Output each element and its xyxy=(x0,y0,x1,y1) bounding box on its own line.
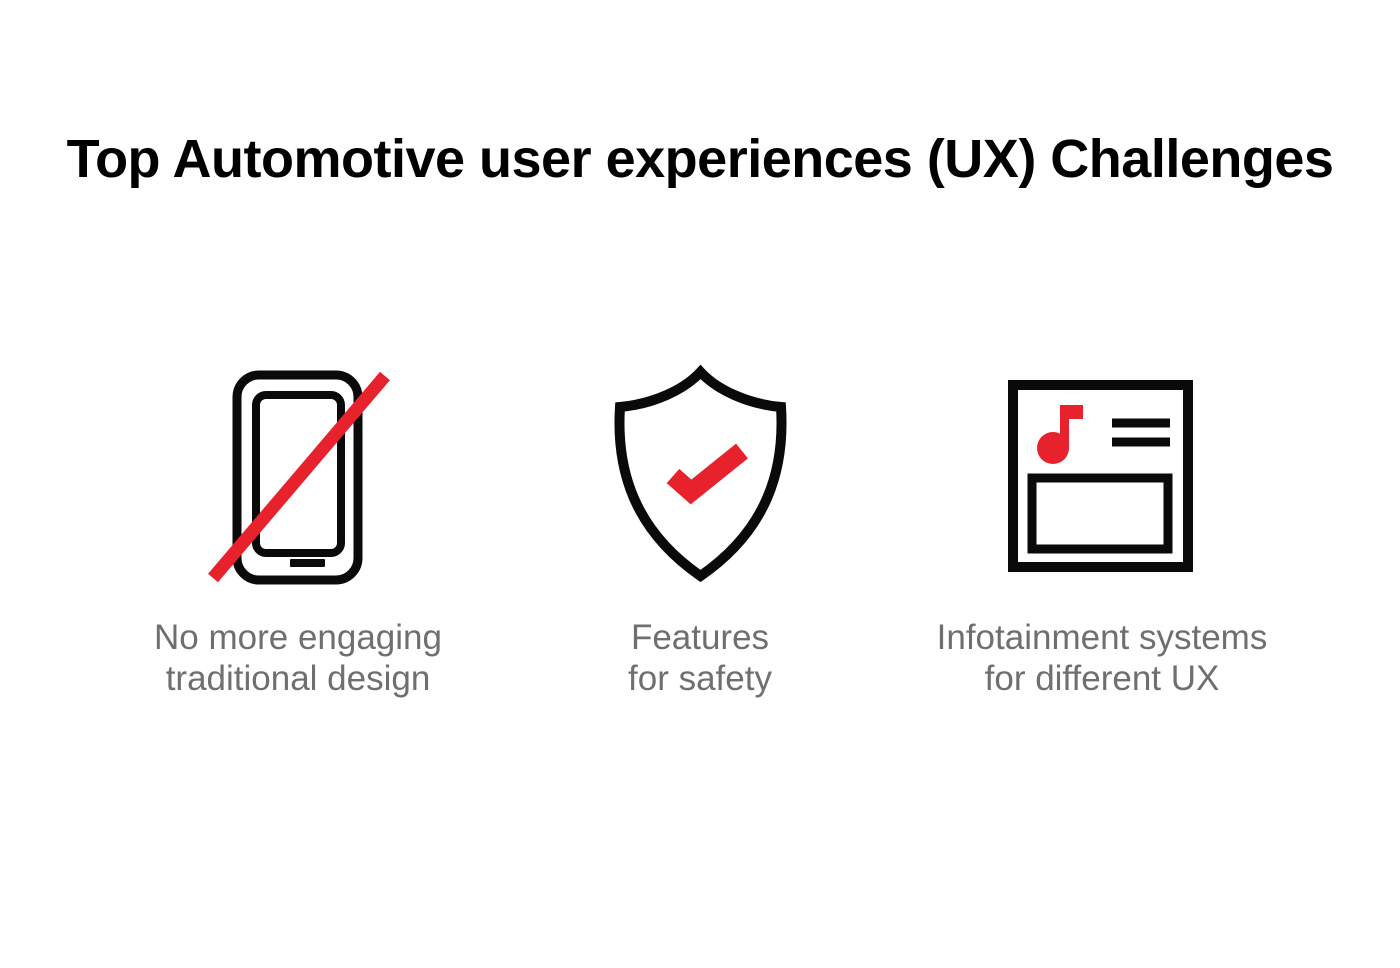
page-title: Top Automotive user experiences (UX) Cha… xyxy=(66,129,1334,189)
infotainment-screen-icon xyxy=(1000,372,1200,577)
caption-no-traditional-design: No more engaging traditional design xyxy=(48,617,548,699)
infotainment-screen-icon-svg xyxy=(1008,380,1193,572)
shield-check-icon xyxy=(608,362,793,582)
caption-safety-features: Features for safety xyxy=(450,617,950,699)
caption-infotainment-systems: Infotainment systems for different UX xyxy=(852,617,1352,699)
caption-line: traditional design xyxy=(165,659,431,698)
shield-check-icon-svg xyxy=(614,364,787,582)
caption-line: Features xyxy=(630,618,770,657)
phone-slash-icon xyxy=(198,363,398,588)
caption-line: for different UX xyxy=(984,659,1220,698)
phone-slash-icon-svg xyxy=(208,370,390,585)
caption-line: No more engaging xyxy=(154,618,442,657)
caption-line: Infotainment systems xyxy=(936,618,1268,657)
caption-line: for safety xyxy=(628,659,772,698)
